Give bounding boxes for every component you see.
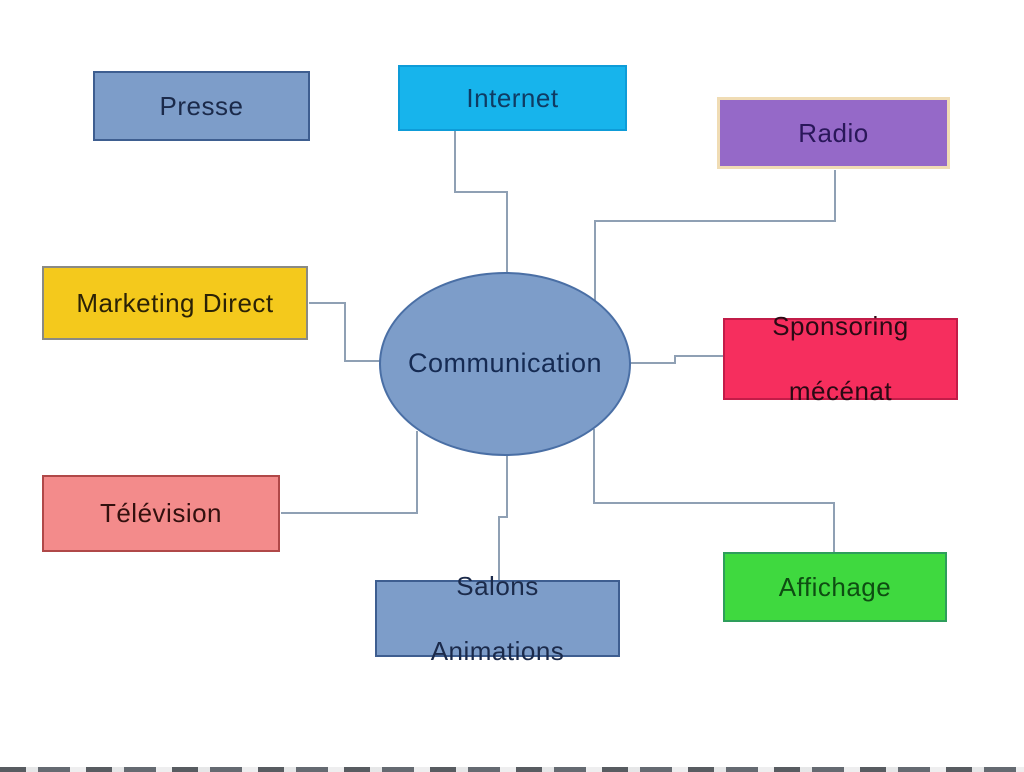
node-sponsoring-mecenat: Sponsoring mécénat (723, 311, 958, 406)
cropped-bottom-text-strip (0, 767, 1024, 772)
node-internet-label: Internet (466, 82, 559, 113)
node-communication-label: Communication (407, 348, 603, 379)
node-salons-label-line2: Animations (430, 635, 565, 666)
node-sponsoring-label-line1: Sponsoring (772, 311, 909, 342)
node-television-label: Télévision (99, 498, 223, 529)
node-internet: Internet (398, 65, 627, 131)
node-affichage: Affichage (723, 552, 947, 622)
connector-affichage (593, 429, 835, 553)
connector-sponsoring (630, 355, 724, 364)
node-marketing-direct-label: Marketing Direct (76, 287, 274, 318)
node-salons-animations: Salons Animations (375, 571, 620, 666)
node-marketing-direct: Marketing Direct (42, 266, 308, 340)
node-presse-label: Presse (159, 90, 244, 121)
connector-marketing-direct (309, 302, 380, 362)
node-sponsoring-label-line2: mécénat (788, 376, 893, 407)
connector-radio (594, 170, 836, 301)
node-radio: Radio (717, 97, 950, 169)
connector-internet (454, 131, 508, 275)
node-radio-label: Radio (798, 117, 869, 148)
connector-salons (498, 455, 508, 581)
connector-television (281, 431, 418, 514)
node-television: Télévision (42, 475, 280, 552)
node-salons-label-line1: Salons (456, 570, 539, 601)
node-communication-center: Communication (379, 272, 631, 456)
node-affichage-label: Affichage (778, 571, 892, 602)
node-presse: Presse (93, 71, 310, 141)
